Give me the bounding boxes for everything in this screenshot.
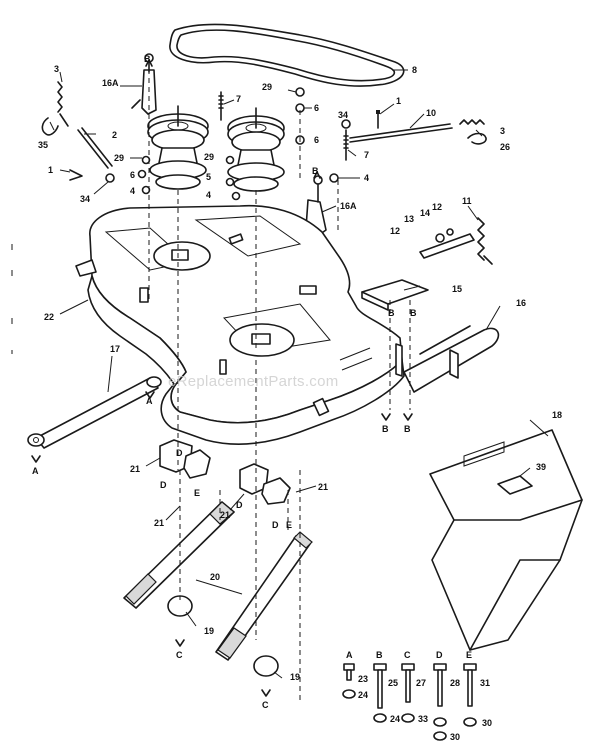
callout-21d: 21: [318, 482, 328, 492]
callout-22: 22: [44, 312, 54, 322]
callout-15: 15: [452, 284, 462, 294]
callout-34a: 34: [80, 194, 90, 204]
callout-16a-left: 16A: [102, 78, 119, 88]
callout-24a: 24: [358, 690, 368, 700]
callout-29a: 29: [114, 153, 124, 163]
callout-10: 10: [426, 108, 436, 118]
callout-4a: 4: [130, 186, 135, 196]
callout-leader-lines: [49, 69, 549, 679]
drive-belt: [169, 23, 405, 87]
legend-letter-d: D: [436, 650, 443, 660]
callout-6b: 6: [314, 103, 319, 113]
callout-18: 18: [552, 410, 562, 420]
callout-17: 17: [110, 344, 120, 354]
callout-12a: 12: [432, 202, 442, 212]
letter-b-idler-left: B: [144, 54, 151, 64]
callout-4c: 4: [364, 173, 369, 183]
deck-stabilizer-rod: [27, 376, 162, 449]
discharge-chute: [429, 429, 583, 651]
callout-12b: 12: [390, 226, 400, 236]
callout-1a: 1: [48, 165, 53, 175]
callout-25: 25: [388, 678, 398, 688]
callout-30a: 30: [450, 732, 460, 742]
callout-7a: 7: [236, 94, 241, 104]
callout-29c: 29: [262, 82, 272, 92]
letter-e-adapter-1: E: [194, 488, 200, 498]
callout-30b: 30: [482, 718, 492, 728]
blade-washers: [167, 595, 279, 677]
callout-14: 14: [420, 208, 430, 218]
callout-28: 28: [450, 678, 460, 688]
legend-letter-b: B: [376, 650, 383, 660]
letter-d-adapter-2: D: [160, 480, 167, 490]
legend-letter-a: A: [346, 650, 353, 660]
letter-d-adapter-4: D: [272, 520, 279, 530]
callout-3a: 3: [54, 64, 59, 74]
letter-b-idler-right: B: [312, 166, 319, 176]
left-spindle-pulley: [147, 105, 209, 190]
callout-21a: 21: [130, 464, 140, 474]
letter-b-hanger-2: B: [388, 308, 395, 318]
callout-20: 20: [210, 572, 220, 582]
reference-arrows: [31, 59, 413, 697]
callout-13: 13: [404, 214, 414, 224]
callout-21b: 21: [154, 518, 164, 528]
callout-34b: 34: [338, 110, 348, 120]
callout-1b: 1: [396, 96, 401, 106]
reference-letters: A A B B B B C C D D D D E E B B A B C D …: [32, 54, 472, 710]
letter-b-hanger-1: B: [410, 308, 417, 318]
callout-numbers: 3 16A 2 35 1 34 29 6 4 7 29 5 4 8 29 6 3…: [38, 64, 562, 742]
deck-hanger-bracket: [395, 325, 500, 393]
callout-7b: 7: [364, 150, 369, 160]
letter-a-rod-mid: A: [146, 396, 153, 406]
left-idler-hardware: [41, 53, 157, 183]
spindle-fasteners: [137, 87, 351, 201]
callout-19a: 19: [204, 626, 214, 636]
callout-35: 35: [38, 140, 48, 150]
letter-b-deck-right: B: [404, 424, 411, 434]
callout-33: 33: [418, 714, 428, 724]
callout-19b: 19: [290, 672, 300, 682]
assembly-alignment-lines: [148, 60, 411, 700]
letter-c-right-washer: C: [262, 700, 269, 710]
callout-27: 27: [416, 678, 426, 688]
letter-d-adapter-1: D: [176, 448, 183, 458]
callout-3b: 3: [500, 126, 505, 136]
letter-e-adapter-2: E: [286, 520, 292, 530]
letter-c-left-washer: C: [176, 650, 183, 660]
letter-b-deck-left: B: [382, 424, 389, 434]
mower-deck-housing: [75, 204, 405, 445]
callout-26: 26: [500, 142, 510, 152]
legend-letter-c: C: [404, 650, 411, 660]
callout-16a-right: 16A: [340, 201, 357, 211]
letter-a-rod-end: A: [32, 466, 39, 476]
letter-d-adapter-3: D: [236, 500, 243, 510]
callout-6a: 6: [130, 170, 135, 180]
callout-4b: 4: [206, 190, 211, 200]
callout-39: 39: [536, 462, 546, 472]
callout-23: 23: [358, 674, 368, 684]
callout-21c: 21: [220, 510, 230, 520]
callout-6c: 6: [314, 135, 319, 145]
cutting-blades: [123, 501, 313, 661]
callout-16: 16: [516, 298, 526, 308]
callout-29b: 29: [204, 152, 214, 162]
legend-letter-e: E: [466, 650, 472, 660]
blade-adapters: [159, 439, 291, 505]
callout-2: 2: [112, 130, 117, 140]
right-spindle-pulley: [227, 107, 285, 192]
callout-5: 5: [206, 172, 211, 182]
hardware-legend: [342, 663, 477, 741]
watermark-text: eReplacementParts.com: [168, 373, 339, 390]
callout-24b: 24: [390, 714, 400, 724]
callout-31: 31: [480, 678, 490, 688]
callout-8: 8: [412, 65, 417, 75]
callout-11: 11: [462, 196, 472, 206]
